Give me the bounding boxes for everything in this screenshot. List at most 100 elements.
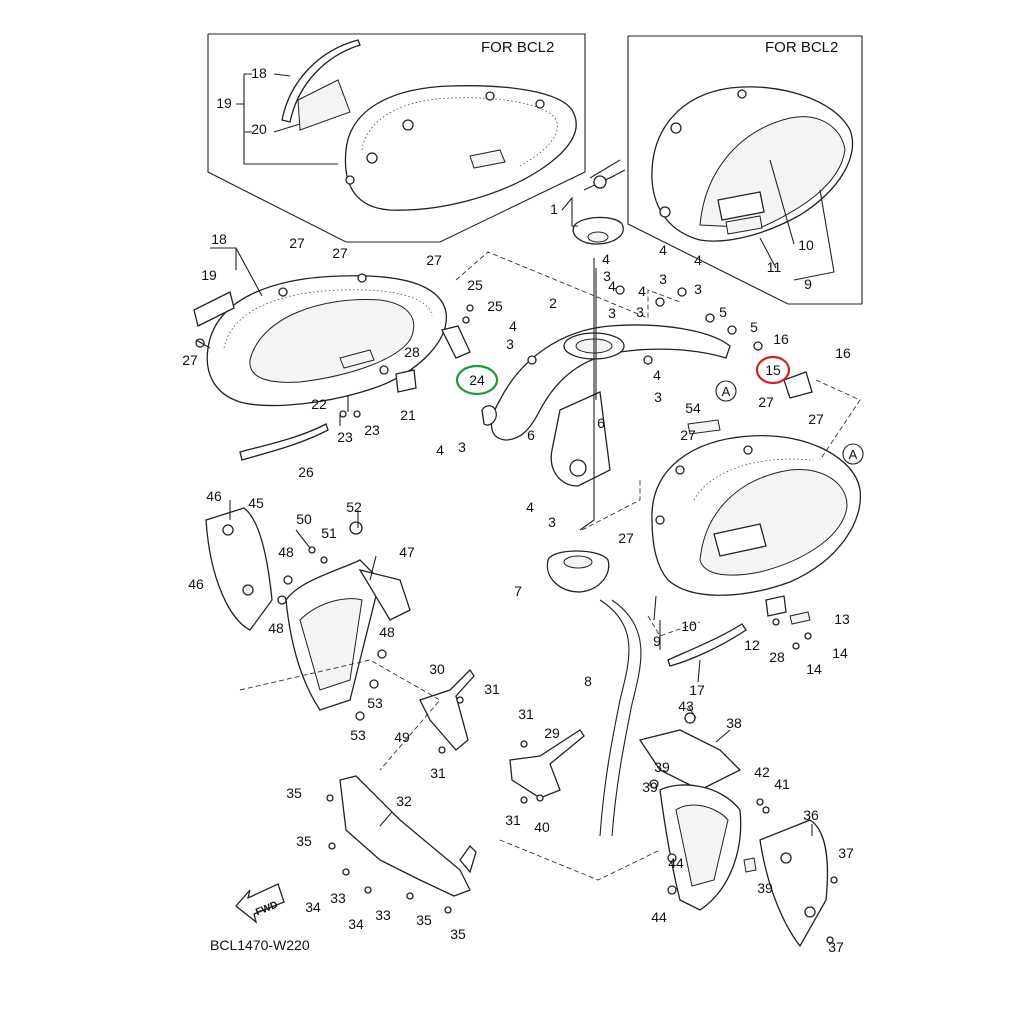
leader-lines: [195, 73, 835, 836]
callout-27: 27: [680, 427, 696, 443]
callout-27: 27: [808, 411, 824, 427]
callout-39: 39: [642, 779, 658, 795]
callout-33: 33: [375, 907, 391, 923]
callout-27: 27: [289, 235, 305, 251]
fuel-hose: [546, 550, 642, 837]
callout-22: 22: [311, 396, 327, 412]
inset-left: FOR BCL2: [207, 33, 586, 243]
ref-marker-right: A: [842, 443, 864, 465]
callout-31: 31: [430, 765, 446, 781]
callout-42: 42: [754, 764, 770, 780]
callout-44: 44: [651, 909, 667, 925]
callout-4: 4: [694, 252, 702, 268]
callout-9: 9: [804, 276, 812, 292]
callout-39: 39: [757, 880, 773, 896]
callout-5: 5: [750, 319, 758, 335]
callout-2: 2: [549, 295, 557, 311]
tank-cap: [572, 159, 626, 245]
inset-right-title: FOR BCL2: [765, 39, 838, 56]
callout-34: 34: [305, 899, 321, 915]
right-brackets: [638, 712, 838, 948]
callout-21: 21: [400, 407, 416, 423]
callout-41: 41: [774, 776, 790, 792]
callout-31: 31: [484, 681, 500, 697]
callout-34: 34: [348, 916, 364, 932]
callout-4: 4: [638, 283, 646, 299]
callout-25: 25: [467, 277, 483, 293]
fwd-arrow: FWD: [235, 883, 285, 924]
callout-13: 13: [834, 611, 850, 627]
callout-39: 39: [654, 759, 670, 775]
callout-48: 48: [379, 624, 395, 640]
callout-25: 25: [487, 298, 503, 314]
callout-14: 14: [806, 661, 822, 677]
callout-4: 4: [608, 278, 616, 294]
callout-20: 20: [251, 121, 267, 137]
callout-23: 23: [337, 429, 353, 445]
callout-9: 9: [653, 633, 661, 649]
callout-4: 4: [653, 367, 661, 383]
callout-51: 51: [321, 525, 337, 541]
callout-48: 48: [268, 620, 284, 636]
callout-30: 30: [429, 661, 445, 677]
callout-3: 3: [458, 439, 466, 455]
callout-40: 40: [534, 819, 550, 835]
callout-27: 27: [182, 352, 198, 368]
callout-53: 53: [367, 695, 383, 711]
callout-5: 5: [719, 304, 727, 320]
callout-48: 48: [278, 544, 294, 560]
callout-27: 27: [618, 530, 634, 546]
callout-37: 37: [838, 845, 854, 861]
callout-1: 1: [550, 201, 558, 217]
callout-35: 35: [296, 833, 312, 849]
callout-3: 3: [654, 389, 662, 405]
callout-28: 28: [404, 344, 420, 360]
callout-35: 35: [450, 926, 466, 942]
callout-4: 4: [602, 251, 610, 267]
callout-19: 19: [216, 95, 232, 111]
callout-4: 4: [436, 442, 444, 458]
callout-44: 44: [668, 855, 684, 871]
highlight-ring-24: [455, 364, 499, 396]
callout-16: 16: [835, 345, 851, 361]
ref-marker-left-label: A: [722, 384, 731, 399]
inset-right: FOR BCL2: [627, 35, 863, 305]
callout-3: 3: [694, 281, 702, 297]
callout-8: 8: [584, 673, 592, 689]
highlighted-callout-24: 24: [469, 372, 485, 388]
callout-3: 3: [659, 271, 667, 287]
callout-31: 31: [518, 706, 534, 722]
callout-52: 52: [346, 499, 362, 515]
callout-29: 29: [544, 725, 560, 741]
callout-47: 47: [399, 544, 415, 560]
callout-33: 33: [330, 890, 346, 906]
callout-31: 31: [505, 812, 521, 828]
callout-54: 54: [685, 400, 701, 416]
callout-53: 53: [350, 727, 366, 743]
callout-4: 4: [509, 318, 517, 334]
highlight-ring-15: [755, 355, 791, 385]
callout-23: 23: [364, 422, 380, 438]
callout-4: 4: [526, 499, 534, 515]
callout-14: 14: [832, 645, 848, 661]
callout-19: 19: [201, 267, 217, 283]
callout-43: 43: [678, 698, 694, 714]
callout-46: 46: [188, 576, 204, 592]
callout-32: 32: [396, 793, 412, 809]
callout-46: 46: [206, 488, 222, 504]
inset-left-title: FOR BCL2: [481, 39, 554, 56]
left-brackets: [205, 507, 411, 721]
tank-bracket: [481, 285, 813, 487]
callout-27: 27: [426, 252, 442, 268]
right-side-cover: [651, 419, 862, 667]
callout-35: 35: [286, 785, 302, 801]
callout-3: 3: [608, 305, 616, 321]
callout-10: 10: [681, 618, 697, 634]
callout-3: 3: [548, 514, 556, 530]
callout-18: 18: [251, 65, 267, 81]
guide-lines: [239, 251, 861, 881]
callout-50: 50: [296, 511, 312, 527]
